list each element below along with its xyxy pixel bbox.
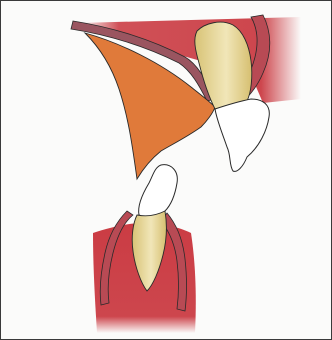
lower-tooth-crown <box>139 165 178 217</box>
upper-tooth-crown <box>215 99 269 171</box>
upper-tooth-root <box>195 22 252 109</box>
